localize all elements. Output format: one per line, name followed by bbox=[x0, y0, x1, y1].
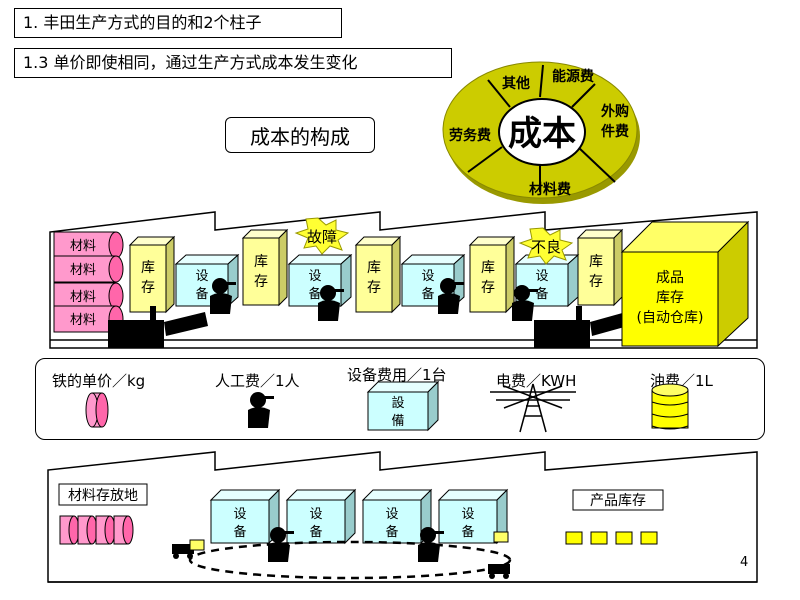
layout-equipment-3: 设 备 bbox=[361, 488, 433, 545]
svg-text:存: 存 bbox=[367, 280, 381, 296]
svg-text:备: 备 bbox=[233, 524, 246, 540]
finished-goods-warehouse: 成品 库存 (自动仓库) bbox=[620, 220, 750, 348]
cost-segment-labor: 劳务费 bbox=[449, 127, 491, 144]
forklift-icon-2 bbox=[534, 306, 628, 348]
inventory-box-2: 库 存 bbox=[241, 228, 289, 307]
svg-text:存: 存 bbox=[141, 280, 155, 296]
worker-icon-1 bbox=[210, 278, 236, 314]
alert-burst-defect: 不良 bbox=[518, 227, 574, 265]
worker-icon-3 bbox=[438, 278, 464, 314]
svg-text:库: 库 bbox=[254, 254, 268, 270]
svg-text:(自动仓库): (自动仓库) bbox=[637, 310, 704, 326]
material-cylinders: 材料 材料 材料 材料 bbox=[53, 231, 124, 333]
svg-text:库: 库 bbox=[141, 260, 155, 276]
unit-cost-labor: 人工费／1人 bbox=[215, 372, 300, 390]
svg-text:设: 设 bbox=[308, 269, 321, 284]
cost-segment-purchased-line1: 外购 bbox=[601, 103, 629, 120]
layout-worker-2 bbox=[418, 527, 444, 562]
unit-cost-icons: 設 備 bbox=[85, 380, 689, 433]
inventory-box-4: 库 存 bbox=[468, 235, 516, 314]
svg-text:材料: 材料 bbox=[70, 263, 96, 278]
cost-center-label: 成本 bbox=[508, 114, 576, 154]
svg-text:设: 设 bbox=[385, 507, 398, 522]
forklift-icon-1 bbox=[108, 306, 208, 348]
svg-text:材料: 材料 bbox=[70, 313, 96, 328]
svg-text:备: 备 bbox=[195, 286, 208, 302]
svg-text:不良: 不良 bbox=[531, 238, 561, 256]
inventory-box-5: 库 存 bbox=[576, 228, 624, 307]
svg-text:备: 备 bbox=[421, 286, 434, 302]
cart-icon-2 bbox=[488, 531, 510, 579]
layout-equipment-4: 设 备 bbox=[437, 488, 509, 545]
svg-text:设: 设 bbox=[421, 269, 434, 284]
svg-text:存: 存 bbox=[589, 274, 603, 290]
product-boxes bbox=[565, 531, 658, 545]
conveyance-route bbox=[188, 540, 512, 580]
svg-text:库存: 库存 bbox=[656, 290, 684, 306]
svg-text:成品: 成品 bbox=[656, 270, 684, 286]
cost-segment-other: 其他 bbox=[502, 75, 530, 92]
alert-burst-breakdown: 故障 bbox=[294, 217, 350, 255]
svg-text:备: 备 bbox=[385, 524, 398, 540]
layout-worker-1 bbox=[268, 527, 294, 562]
svg-text:设: 设 bbox=[461, 507, 474, 522]
svg-text:设: 设 bbox=[309, 507, 322, 522]
svg-text:库: 库 bbox=[367, 260, 381, 276]
material-cylinders-small bbox=[59, 515, 134, 545]
factory-line-diagram: 材料 材料 材料 材料 库 存 库 存 库 存 库 存 库 存 bbox=[49, 211, 758, 349]
page-number: 4 bbox=[740, 555, 749, 570]
oil-drum-icon bbox=[651, 383, 689, 430]
svg-text:材料: 材料 bbox=[70, 239, 96, 254]
cost-segment-material: 材料费 bbox=[529, 181, 571, 198]
cost-segment-purchased-line2: 件费 bbox=[601, 123, 629, 140]
page-title: 1. 丰田生产方式的目的和2个柱子 bbox=[14, 8, 342, 38]
svg-text:设: 设 bbox=[535, 269, 548, 284]
power-tower-icon bbox=[490, 383, 576, 433]
worker-icon-unit bbox=[248, 392, 274, 428]
inventory-box-3: 库 存 bbox=[354, 235, 402, 314]
cost-circle-diagram: 成本 其他 能源费 外购 件费 材料费 劳务费 bbox=[442, 61, 640, 204]
cart-icon-1 bbox=[172, 539, 205, 559]
storage-label: 材料存放地 bbox=[68, 488, 138, 504]
worker-icon-2 bbox=[318, 285, 344, 321]
unit-cost-panel bbox=[35, 358, 765, 440]
equipment-box-2: 设 备 bbox=[287, 253, 353, 308]
inventory-box-1: 库 存 bbox=[128, 235, 176, 314]
svg-text:存: 存 bbox=[254, 274, 268, 290]
svg-text:材料: 材料 bbox=[70, 290, 96, 305]
svg-text:設: 設 bbox=[391, 395, 404, 411]
page-subtitle: 1.3 单价即使相同，通过生产方式成本发生变化 bbox=[14, 48, 452, 78]
iron-coil-icon bbox=[85, 392, 109, 428]
unit-cost-electricity: 电费／KWH bbox=[496, 372, 577, 390]
svg-text:備: 備 bbox=[391, 413, 404, 429]
improved-layout-diagram: 材料存放地 设 备 设 备 设 备 设 备 bbox=[47, 451, 758, 583]
equipment-box-unit: 設 備 bbox=[366, 380, 440, 432]
layout-equipment-1: 设 备 bbox=[209, 488, 281, 545]
svg-text:备: 备 bbox=[308, 286, 321, 302]
layout-equipment-2: 设 备 bbox=[285, 488, 357, 545]
svg-text:设: 设 bbox=[233, 507, 246, 522]
svg-text:库: 库 bbox=[589, 254, 603, 270]
svg-text:备: 备 bbox=[535, 286, 548, 302]
unit-cost-equipment: 设备费用／1台 bbox=[347, 366, 447, 384]
svg-text:故障: 故障 bbox=[307, 228, 337, 246]
cost-segment-energy: 能源费 bbox=[552, 68, 594, 85]
svg-text:存: 存 bbox=[481, 280, 495, 296]
cost-heading: 成本的构成 bbox=[225, 117, 375, 153]
storage-label-box bbox=[58, 483, 148, 506]
svg-text:备: 备 bbox=[461, 524, 474, 540]
svg-text:设: 设 bbox=[195, 269, 208, 284]
svg-text:备: 备 bbox=[309, 524, 322, 540]
unit-cost-iron: 铁的单价／kg bbox=[52, 372, 146, 390]
svg-text:库: 库 bbox=[481, 260, 495, 276]
cost-center-ellipse bbox=[498, 98, 586, 166]
product-label: 产品库存 bbox=[590, 493, 646, 509]
worker-icon-4 bbox=[512, 285, 538, 321]
product-label-box bbox=[572, 489, 664, 511]
